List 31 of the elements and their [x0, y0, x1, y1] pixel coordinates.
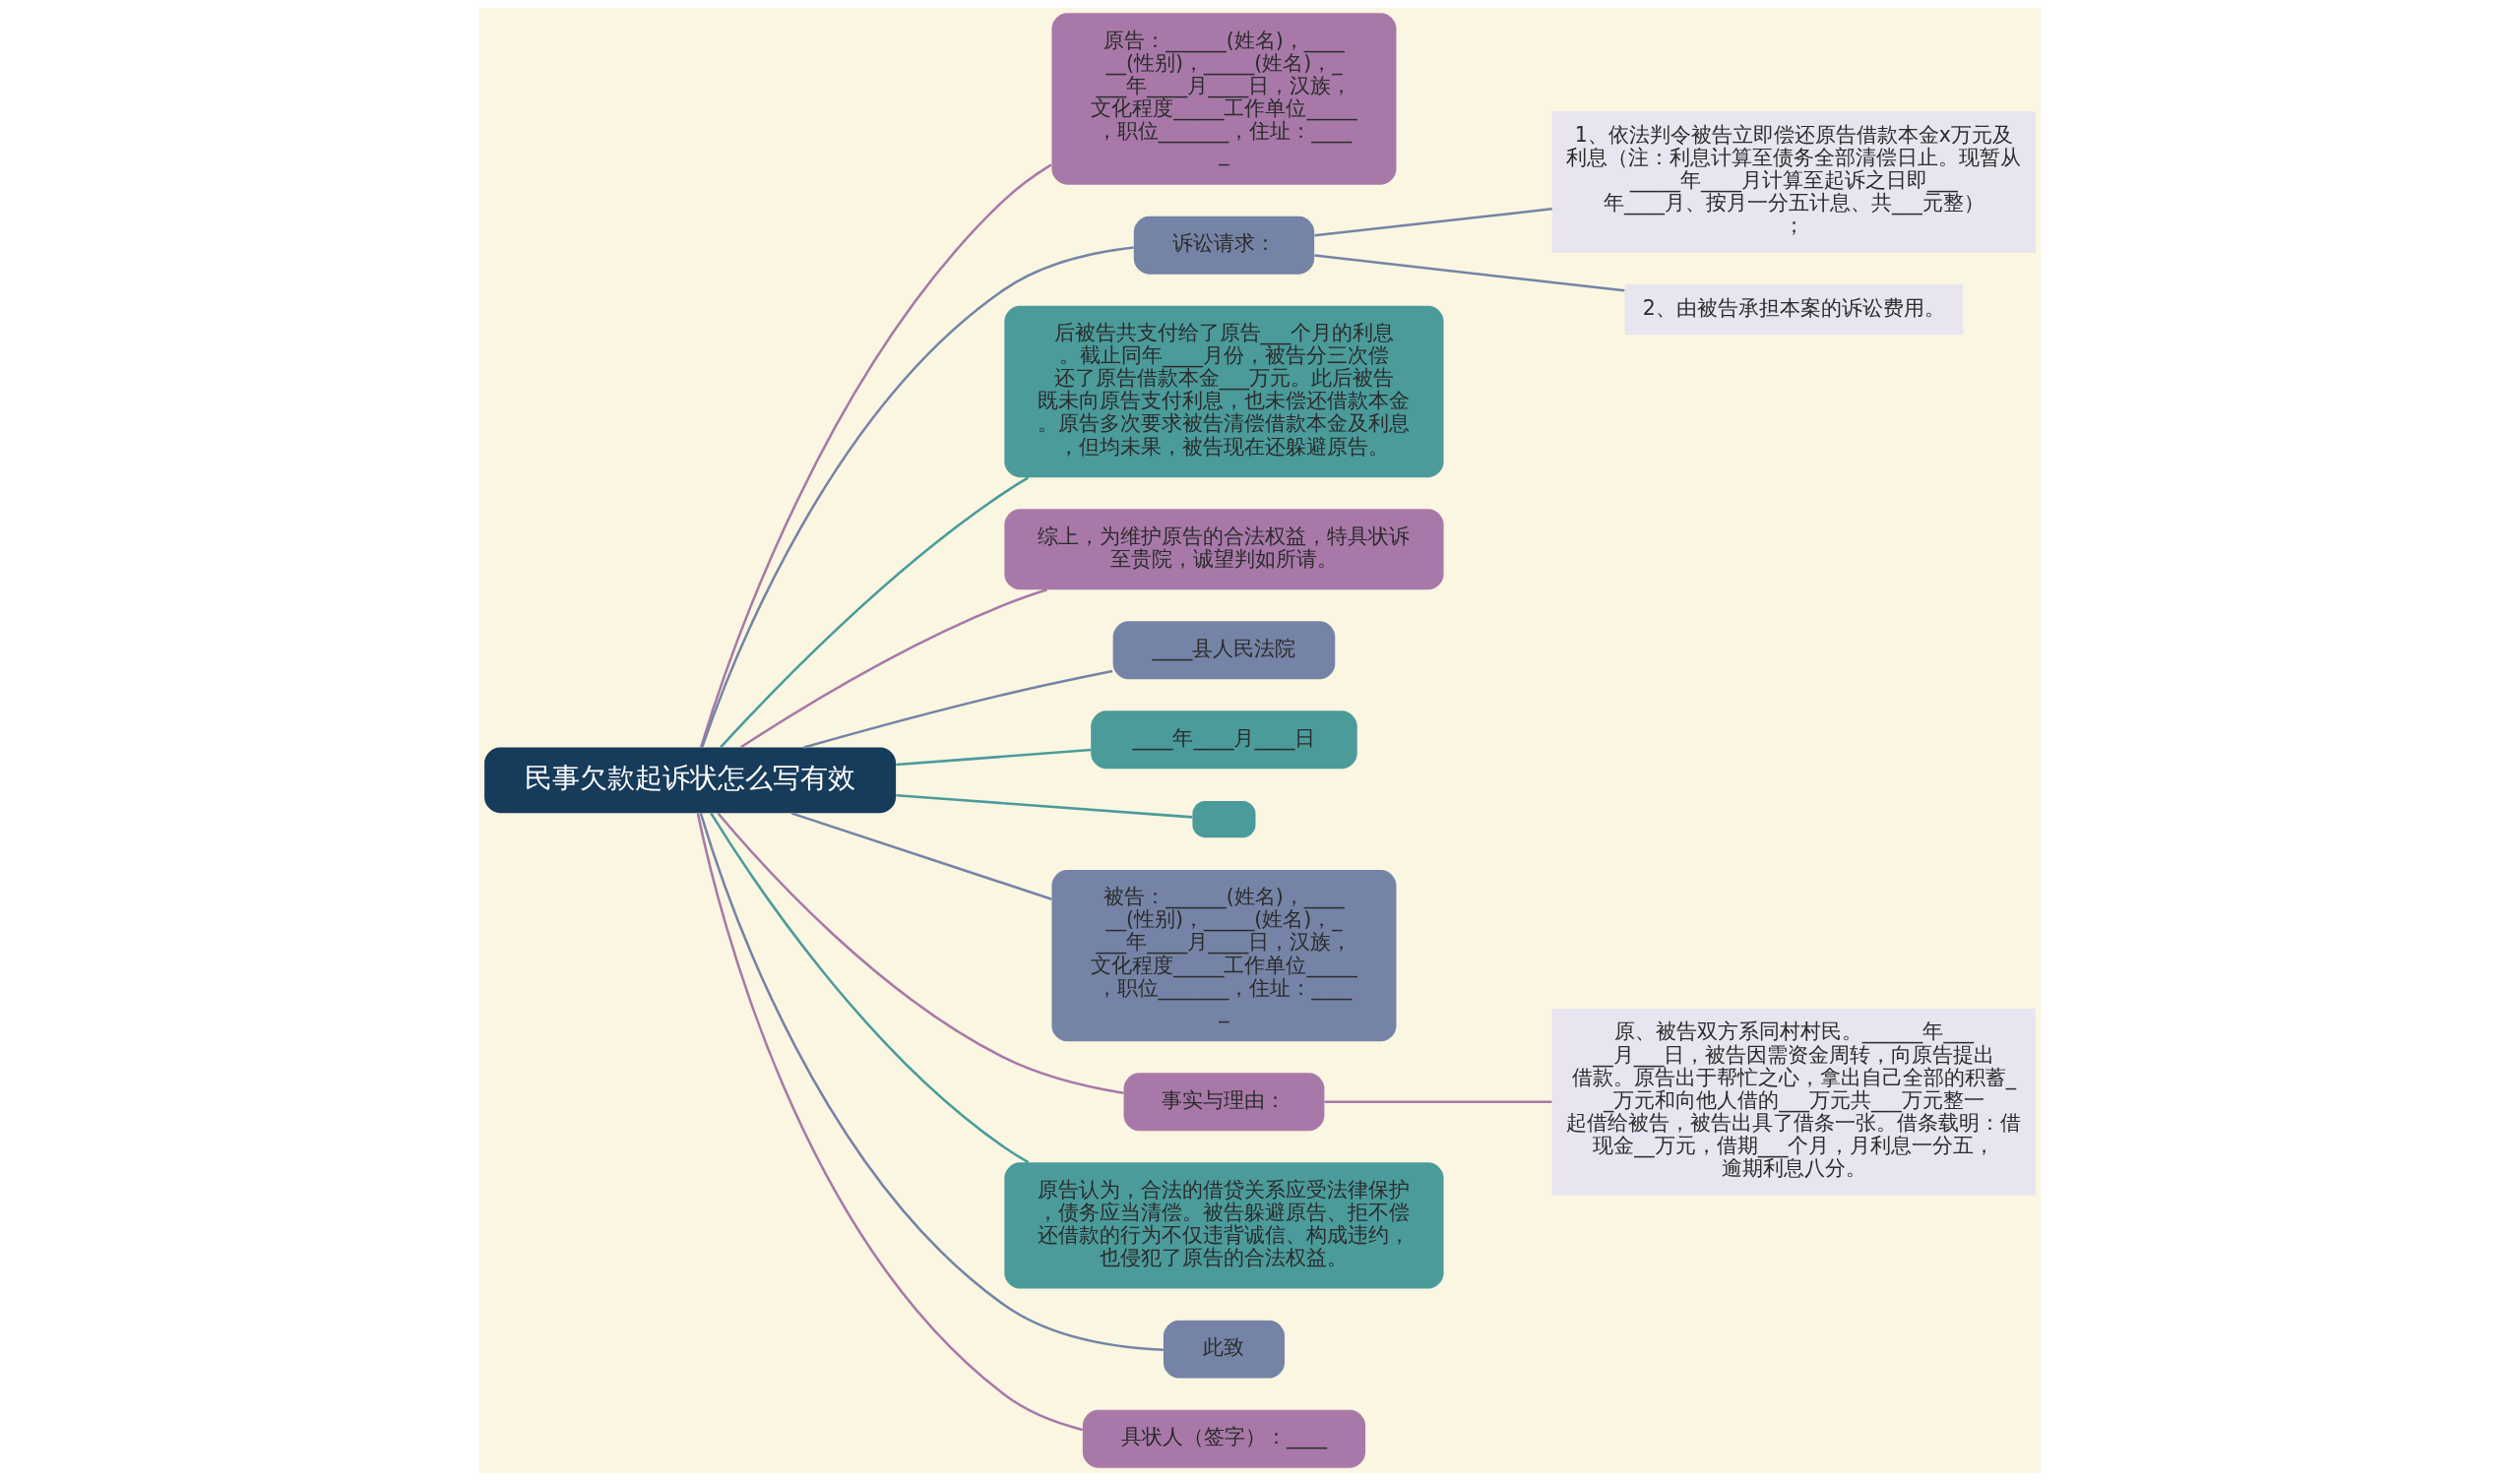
- connector: [696, 813, 1084, 1432]
- node-box: 原告：______(姓名)，______(性别)，_____(姓名)，____年____月____日，汉族，文化程度_____工作单位_____，职位_______，住址：_____: [1051, 13, 1397, 185]
- node-box: 事实与理由：: [1123, 1073, 1325, 1132]
- node-box: 民事欠款起诉状怎么写有效: [484, 747, 897, 814]
- node-box: [1192, 801, 1256, 838]
- connector: [739, 588, 1047, 749]
- connector: [1314, 254, 1625, 292]
- connector: [699, 163, 1052, 748]
- connector: [699, 812, 1164, 1352]
- connector: [1324, 1100, 1552, 1104]
- connector: [896, 748, 1092, 767]
- node-box: 2、由被告承担本案的诉讼费用。: [1624, 284, 1964, 336]
- node-box: 综上，为维护原告的合法权益，特具状诉至贵院，诚望判如所请。: [1004, 509, 1444, 590]
- node-box: 原、被告双方系同村村民。______年_____月___日，被告因需资金周转，向原告提出借款。原告出于帮忙之心，拿出自己全部的积蓄__万元和向他人借的___万元共___万元整一起借给被告，被告出具了借条一张。借条载明：借现金__万元，借期___个月，月利息一分五，逾期利息八分。: [1551, 1008, 2036, 1196]
- node-box: 后被告共支付给了原告___个月的利息。截止同年____月份，被告分三次偿还了原告借款本金___万元。此后被告既未向原告支付利息，也未偿还借款本金。原告多次要求被告清偿借款本金及利息，但均未果，被告现在还躲避原告。: [1004, 305, 1444, 478]
- connector: [720, 476, 1030, 749]
- connector: [701, 246, 1134, 748]
- connector: [803, 669, 1113, 749]
- node-box: 此致: [1163, 1320, 1285, 1379]
- connector: [717, 812, 1124, 1095]
- node-box: 诉讼请求：: [1133, 216, 1315, 275]
- connector: [710, 812, 1030, 1164]
- connector: [790, 812, 1052, 900]
- node-box: 原告认为，合法的借贷关系应受法律保护，债务应当清偿。被告躲避原告、拒不偿还借款的行为不仅违背诚信、构成违约，也侵犯了原告的合法权益。: [1004, 1162, 1444, 1289]
- connector: [1314, 208, 1552, 237]
- node-box: 具状人（签字）：____: [1082, 1409, 1366, 1468]
- node-box: ____年____月____日: [1091, 710, 1357, 770]
- node-box: 1、依法判令被告立即偿还原告借款本金x万元及利息（注：利息计算至债务全部清偿日止。现暂从_____年____月计算至起诉之日即___年____月、按月一分五计息、共___元整）；: [1551, 111, 2036, 253]
- node-box: 被告：______(姓名)，______(性别)，_____(姓名)，____年____月____日，汉族，文化程度_____工作单位_____，职位_______，住址：_____: [1051, 869, 1397, 1042]
- node-box: ____县人民法院: [1112, 621, 1336, 680]
- connector: [896, 793, 1193, 819]
